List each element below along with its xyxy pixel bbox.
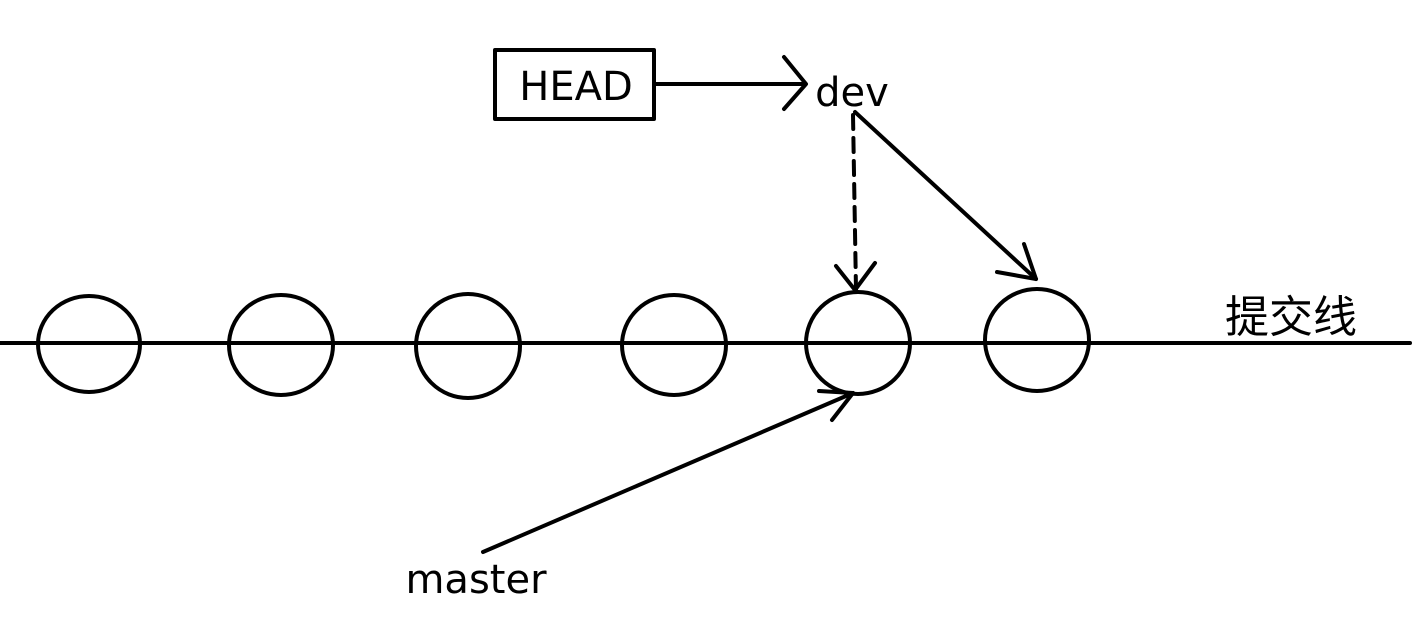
commits bbox=[36, 287, 1091, 400]
commit-node bbox=[414, 292, 522, 400]
commit-node bbox=[36, 294, 142, 394]
head-to-dev-arrow bbox=[654, 55, 808, 111]
head-box bbox=[493, 48, 656, 121]
master-pointer-arrow bbox=[481, 389, 855, 554]
commit-line-label: 提交线 bbox=[1225, 292, 1357, 343]
commit-node bbox=[227, 293, 335, 397]
commit-node bbox=[620, 293, 728, 397]
dev-pointer-arrow bbox=[853, 110, 1038, 281]
commit-node bbox=[804, 290, 912, 396]
dev-label: dev bbox=[815, 70, 889, 116]
dev-previous-pointer-arrow bbox=[834, 113, 877, 292]
master-label: master bbox=[405, 557, 547, 603]
commit-node bbox=[983, 287, 1091, 393]
head-label: HEAD bbox=[519, 64, 633, 110]
